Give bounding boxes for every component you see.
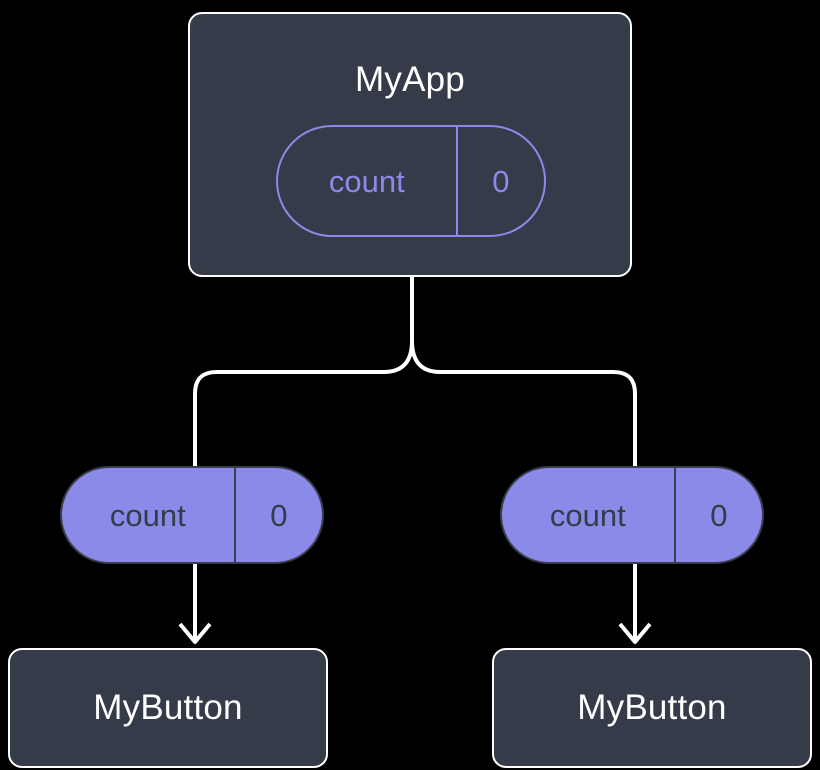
node-mybutton-right-title: MyButton <box>577 688 727 727</box>
prop-pill-key: count <box>549 497 626 533</box>
prop-pill-left-count[interactable]: count 0 <box>60 466 324 564</box>
edge-arrow-left-head <box>178 622 212 644</box>
state-pill-myapp-count[interactable]: count 0 <box>276 125 546 237</box>
state-pill-value: 0 <box>455 127 544 235</box>
edge-fork-left <box>193 340 414 466</box>
edge-arrow-right-head <box>618 622 652 644</box>
node-myapp-title: MyApp <box>355 60 465 99</box>
prop-pill-value: 0 <box>233 468 322 562</box>
edge-trunk <box>410 277 637 466</box>
node-mybutton-right[interactable]: MyButton <box>492 648 812 768</box>
state-pill-key: count <box>328 163 405 199</box>
node-mybutton-left-title: MyButton <box>93 688 243 727</box>
prop-pill-value: 0 <box>673 468 762 562</box>
prop-pill-key: count <box>109 497 186 533</box>
prop-pill-right-count[interactable]: count 0 <box>500 466 764 564</box>
node-mybutton-left[interactable]: MyButton <box>8 648 328 768</box>
